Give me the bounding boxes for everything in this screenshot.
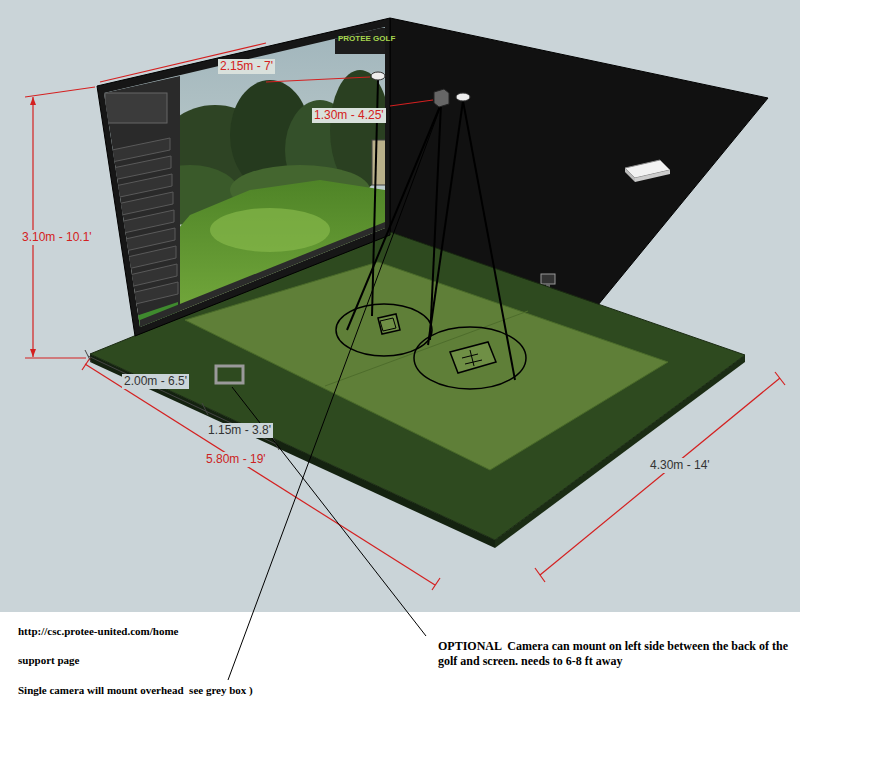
dimension-label: 5.80m - 19' — [204, 452, 268, 467]
sensor-area — [380, 318, 396, 331]
arrow-head — [30, 349, 36, 357]
arrow-head — [30, 97, 36, 105]
camera-stand — [428, 101, 463, 345]
dimension-line — [85, 364, 435, 585]
screen-image — [105, 93, 167, 123]
projector-box — [635, 170, 670, 182]
camera-marker-box — [216, 366, 243, 383]
dimension-line — [540, 378, 780, 575]
dimension-line — [432, 578, 440, 590]
sensor-area — [450, 342, 496, 373]
dimension-line — [88, 356, 276, 444]
screen-image — [140, 222, 385, 336]
camera-stand — [463, 101, 515, 380]
overhead-camera — [371, 72, 470, 107]
overhead-camera — [434, 89, 449, 107]
screen-image — [210, 208, 330, 252]
dimension-line — [25, 87, 95, 97]
projector-box — [625, 168, 635, 182]
dimension-line — [25, 43, 785, 590]
dimension-line — [535, 568, 545, 582]
screen-image — [100, 20, 390, 340]
dimension-line — [85, 350, 91, 362]
support-note: support page — [18, 654, 79, 668]
dimension-line — [32, 97, 33, 357]
arrow-head — [30, 97, 36, 357]
leader-line — [228, 108, 440, 680]
sensor-area — [462, 354, 478, 358]
dimension-line — [775, 372, 785, 385]
overhead-camera — [371, 72, 385, 80]
screen-image — [372, 140, 386, 185]
camera-note: OPTIONAL Camera can mount on left side b… — [438, 639, 788, 669]
leader-line — [228, 108, 440, 680]
screen-image — [112, 138, 178, 306]
sensor-area — [470, 350, 474, 366]
dimension-line — [266, 77, 370, 82]
dimension-line — [82, 358, 90, 370]
screen-image — [127, 282, 178, 306]
hitting-mat — [185, 262, 668, 470]
dimension-label: 3.10m - 10.1' — [20, 230, 94, 245]
wall-camera — [541, 274, 555, 284]
screen-image — [100, 20, 390, 340]
camera-stand — [347, 104, 441, 330]
mat-divider — [325, 311, 528, 386]
dimension-label: 2.15m - 7' — [218, 59, 275, 74]
overhead-camera — [456, 93, 470, 101]
dimension-line — [25, 357, 86, 358]
screen-image — [104, 76, 180, 327]
camera-stand — [347, 80, 515, 380]
dimension-label: 1.15m - 3.8' — [206, 423, 273, 438]
sensor-area — [336, 304, 432, 356]
projector-box — [625, 160, 670, 182]
camera-stand — [430, 104, 441, 340]
dimension-label: 4.30m - 14' — [648, 458, 712, 473]
dimension-label: 1.30m - 4.25' — [312, 108, 386, 123]
dimension-line — [202, 403, 208, 415]
sensor-area — [378, 314, 400, 334]
camera-note: Single camera will mount overhead see gr… — [18, 684, 253, 698]
logo-text: PROTEE GOLF — [338, 34, 395, 44]
background-panel — [0, 0, 800, 612]
dimension-line — [85, 350, 279, 450]
dimension-line — [390, 100, 433, 106]
dimension-label: 2.00m - 6.5' — [122, 374, 189, 389]
url-note: http://csc.protee-united.com/home — [18, 625, 179, 639]
